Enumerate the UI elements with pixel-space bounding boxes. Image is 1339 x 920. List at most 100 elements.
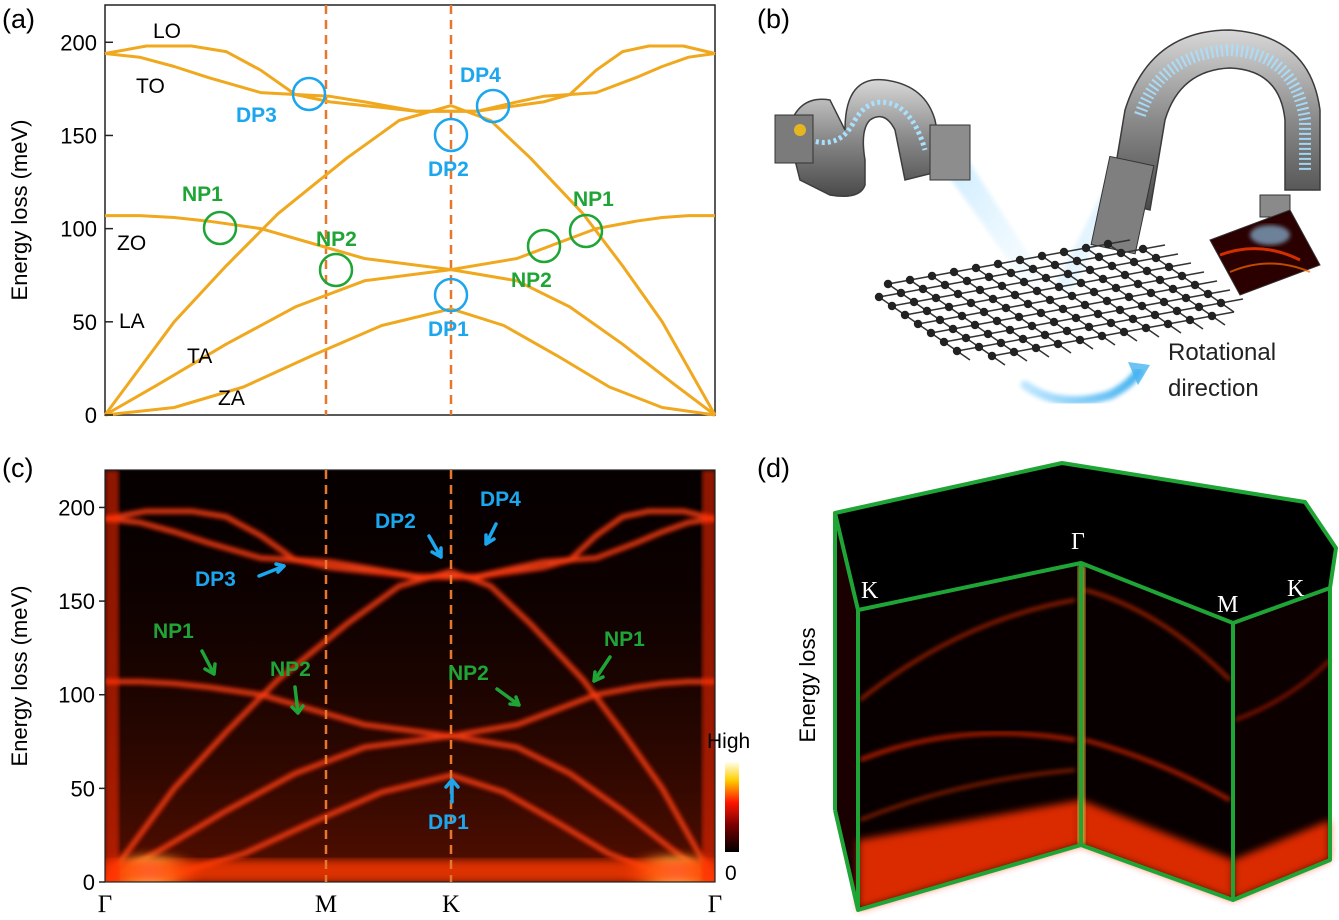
carbon-atom — [979, 307, 989, 317]
carbon-atom — [1133, 279, 1143, 289]
branch-lo — [104, 44, 716, 113]
carbon-atom — [1124, 292, 1134, 302]
carbon-atom — [900, 310, 910, 320]
branch-to — [104, 52, 716, 113]
carbon-atom — [1006, 268, 1016, 278]
carbon-atom — [1040, 330, 1050, 340]
carbon-atom — [1137, 301, 1147, 311]
carbon-atom — [971, 263, 981, 273]
colorbar — [725, 762, 739, 852]
carbon-atom — [1075, 335, 1085, 345]
np1-arrow-left — [200, 649, 217, 676]
rotation-caption-line1: Rotational — [1168, 339, 1276, 366]
carbon-atom — [1168, 284, 1178, 294]
rotation-caption-line2: direction — [1168, 375, 1259, 402]
dp3-marker — [291, 76, 327, 112]
carbon-atom — [1081, 243, 1091, 253]
carbon-atom — [988, 294, 998, 304]
carbon-atom — [1138, 244, 1148, 254]
carbon-atom — [918, 284, 928, 294]
carbon-atom — [1129, 257, 1139, 267]
carbon-atom — [1023, 299, 1033, 309]
np2-annotation-right: NP2 — [448, 662, 489, 685]
carbon-atom — [993, 259, 1003, 269]
carbon-atom — [996, 338, 1006, 348]
carbon-atom — [1128, 314, 1138, 324]
carbon-atom — [984, 272, 994, 282]
m-label: M — [1217, 592, 1238, 618]
carbon-atom — [1106, 318, 1116, 328]
carbon-atom — [983, 329, 993, 339]
branch-za — [104, 307, 716, 417]
carbon-atom — [1053, 339, 1063, 349]
carbon-atom — [1050, 260, 1060, 270]
carbon-atom — [962, 276, 972, 286]
carbon-atom — [997, 281, 1007, 291]
y-tick-label: 150 — [60, 123, 97, 148]
np2-label-right: NP2 — [511, 269, 552, 292]
carbon-atom — [1207, 311, 1217, 321]
np1-annotation-right: NP1 — [604, 628, 645, 651]
dp1-marker — [433, 277, 469, 313]
cube-frame — [833, 461, 1338, 912]
dp1-annotation: DP1 — [428, 811, 469, 834]
carbon-atom — [939, 337, 949, 347]
cube-front-right-face — [1078, 563, 1233, 900]
carbon-atom — [1120, 270, 1130, 280]
y-tick-label: 200 — [58, 495, 95, 520]
electron-monochromator-icon — [774, 78, 971, 197]
carbon-atom — [1032, 286, 1042, 296]
carbon-atom — [1172, 306, 1182, 316]
np2-marker-right — [526, 228, 562, 264]
panel-label-a: (a) — [2, 4, 35, 34]
carbon-atom — [1181, 293, 1191, 303]
dp3-label: DP3 — [236, 104, 277, 127]
carbon-atom — [948, 324, 958, 334]
carbon-atom — [1146, 288, 1156, 298]
branch-la — [103, 104, 717, 416]
carbon-atom — [1045, 295, 1055, 305]
carbon-atom — [1031, 343, 1041, 353]
phonon-branches — [103, 44, 717, 417]
carbon-atom — [1041, 273, 1051, 283]
branch-label-za: ZA — [218, 387, 245, 410]
carbon-atom — [1190, 280, 1200, 290]
carbon-atom — [1037, 251, 1047, 261]
dp2-marker — [433, 117, 469, 153]
carbon-atom — [1058, 304, 1068, 314]
carbon-atom — [1102, 296, 1112, 306]
carbon-atom — [952, 346, 962, 356]
carbon-atom — [1163, 319, 1173, 329]
dp1-label: DP1 — [428, 318, 469, 341]
plot-frame-c — [104, 469, 716, 883]
carbon-atom — [1111, 283, 1121, 293]
eels-heatmap — [105, 470, 715, 882]
np2-marker-left — [318, 252, 354, 288]
dp2-annotation: DP2 — [375, 510, 416, 533]
carbon-atom — [949, 267, 959, 277]
np1-marker-right — [568, 213, 604, 249]
carbon-atom — [1067, 291, 1077, 301]
carbon-atom — [970, 320, 980, 330]
carbon-atom — [1177, 271, 1187, 281]
carbon-atom — [1019, 277, 1029, 287]
dp1-arrow — [444, 778, 460, 804]
carbon-atom — [874, 292, 884, 302]
carbon-atom — [1159, 297, 1169, 307]
branch-ta — [104, 268, 716, 417]
detector-screen-icon — [1209, 209, 1321, 296]
x-tick-label: M — [315, 891, 337, 918]
carbon-atom — [926, 328, 936, 338]
carbon-atom — [1194, 302, 1204, 312]
annotation-arrows-c — [200, 522, 612, 804]
curved-arrow-icon — [1020, 367, 1143, 406]
cube-left-face — [835, 513, 858, 910]
cube-front-left-face — [858, 563, 1081, 910]
graphene-lattice-icon — [874, 239, 1244, 366]
carbon-atom — [922, 306, 932, 316]
symmetry-lines-c — [324, 470, 453, 882]
dp3-arrow — [257, 562, 286, 578]
